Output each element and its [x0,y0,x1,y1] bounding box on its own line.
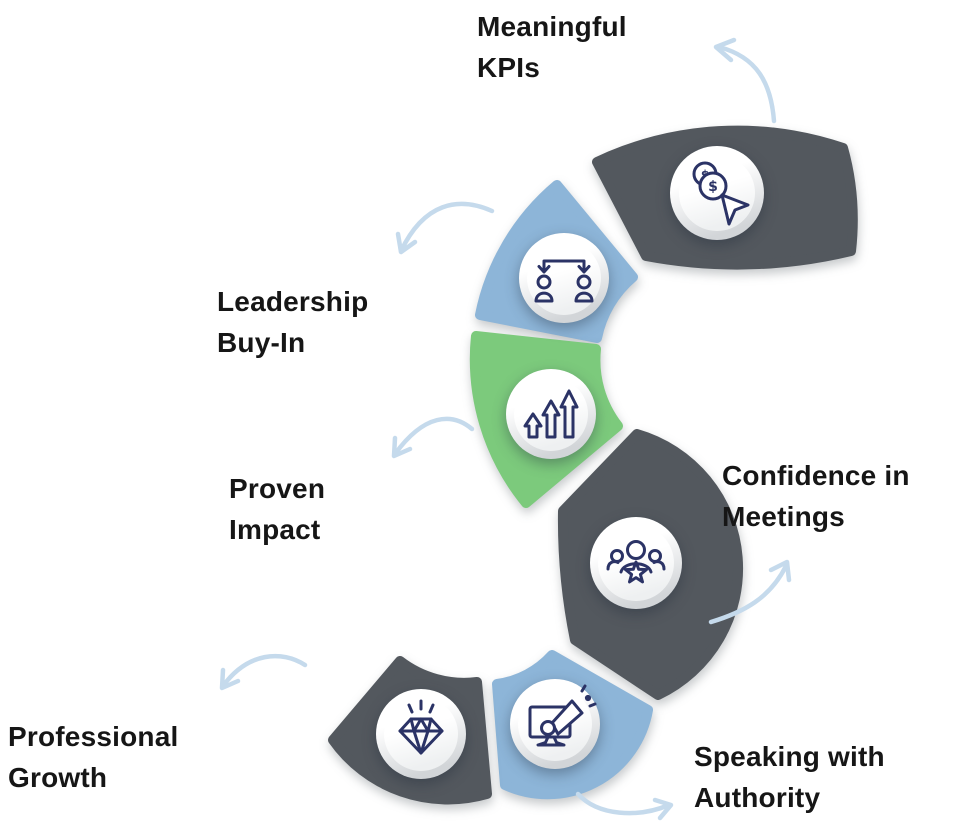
disc-speaking-with-authority [510,679,600,769]
money-click-icon: $ $ [692,161,750,226]
disc-proven-impact [506,369,596,459]
curved-arrow-icon-top [713,37,777,124]
label-speaking-with-authority: Speaking with Authority [694,741,885,813]
label-confidence-in-meetings: Confidence in Meetings [722,460,910,532]
curved-arrow-icon-mid-left [391,416,475,459]
icon-discs: $ $ [376,146,764,779]
diamond-icon [398,699,444,755]
curved-arrow-icon-upper-left [395,201,495,255]
delegation-people-icon [534,259,594,303]
curved-arrow-icon-right [708,559,792,625]
label-professional-growth: Professional Growth [8,721,179,793]
monitor-megaphone-icon [528,684,597,747]
svg-text:$: $ [708,179,718,195]
label-meaningful-kpis: Meaningful KPIs [477,11,627,83]
label-proven-impact: Proven Impact [229,473,326,545]
disc-confidence-in-meetings [590,517,682,609]
label-leadership-buy-in: Leadership Buy-In [217,286,369,358]
disc-professional-growth [376,689,466,779]
team-star-icon [606,540,666,584]
disc-leadership-buy-in [519,233,609,323]
flow-arrows [219,37,792,821]
disc-meaningful-kpis: $ $ [670,146,764,240]
growth-arrows-icon [523,389,579,439]
curved-arrow-icon-lower-left [219,653,308,691]
curved-arrow-icon-bottom [575,791,674,821]
